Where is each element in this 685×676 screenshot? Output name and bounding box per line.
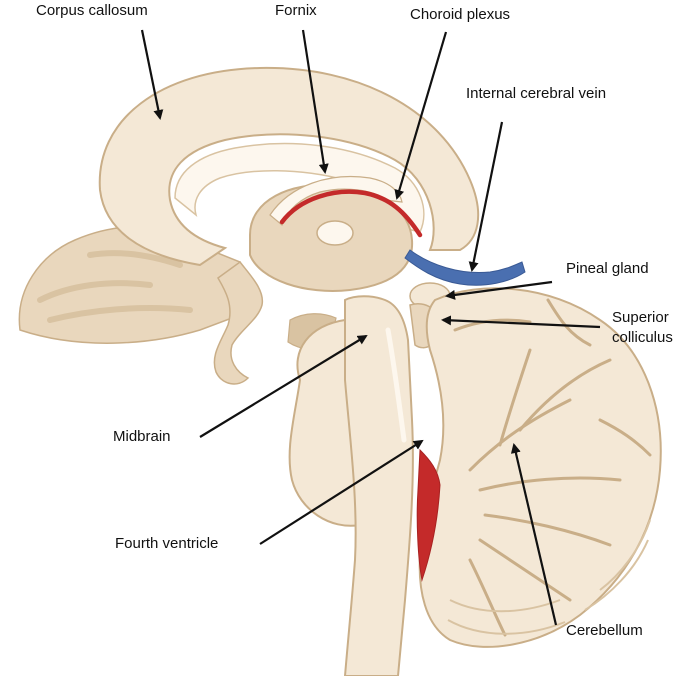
label-choroid-plexus: Choroid plexus [410, 6, 511, 23]
label-pineal-gland: Pineal gland [566, 260, 649, 277]
arbor-vitae [453, 298, 652, 637]
leader-internal-cerebral-vein [468, 121, 504, 272]
label-fornix: Fornix [275, 2, 317, 19]
choroid-plexus-vessel [279, 189, 423, 238]
leader-pineal-gland [445, 280, 553, 300]
cerebral-aqueduct-line [385, 327, 407, 443]
frontal-gyri [37, 250, 193, 323]
label-internal-cerebral-vein: Internal cerebral vein [466, 85, 607, 102]
label-superior-colliculus-line1: Superior [612, 309, 669, 326]
leader-choroid-plexus [394, 31, 448, 200]
leader-cerebellum [510, 443, 558, 626]
optic-region-shape [213, 260, 264, 385]
leader-superior-colliculus [441, 315, 601, 329]
label-cerebellum: Cerebellum [566, 622, 643, 639]
leader-midbrain [199, 334, 368, 438]
cerebellum-shape [418, 287, 662, 648]
leader-corpus-callosum [140, 29, 164, 120]
cerebellar-folia-ridges [447, 519, 651, 635]
fornix-shape [269, 175, 403, 226]
leader-fourth-ventricle [259, 439, 424, 545]
leader-lines [140, 29, 601, 626]
fourth-ventricle-shape [416, 448, 441, 582]
leader-fornix [301, 29, 329, 174]
label-superior-colliculus: Superior colliculus [612, 308, 673, 348]
interthalamic-adhesion-shape [316, 220, 354, 246]
brainstem-shape [343, 295, 414, 676]
label-superior-colliculus-line2: colliculus [612, 329, 673, 346]
corpus-callosum-shape [98, 66, 480, 267]
internal-cerebral-vein-shape [404, 249, 526, 286]
label-midbrain: Midbrain [113, 428, 171, 445]
label-corpus-callosum: Corpus callosum [36, 2, 148, 19]
label-fourth-ventricle: Fourth ventricle [115, 535, 219, 552]
